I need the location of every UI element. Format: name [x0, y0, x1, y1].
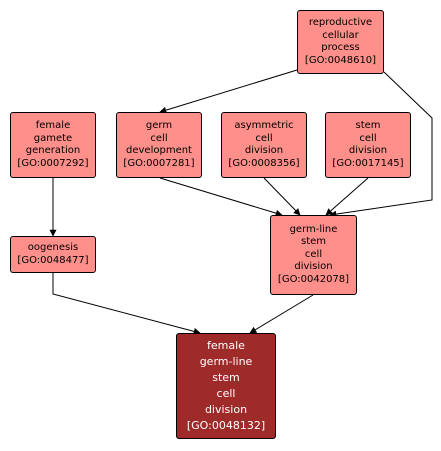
- node-label-line: development: [126, 145, 192, 156]
- node-label-line: cell: [359, 132, 377, 144]
- node-go-id: [GO:0008356]: [228, 157, 300, 169]
- node-label-line: germ-line: [199, 355, 253, 368]
- node-label-line: germ: [145, 120, 173, 131]
- node-go-id: [GO:0042078]: [277, 273, 350, 285]
- node-label-line: cell: [150, 132, 168, 144]
- node-label-line: stem: [212, 371, 240, 384]
- node-label-line: stem: [300, 236, 327, 248]
- node-reproductive-cellular-process[interactable]: reproductive cellular process [GO:004861…: [297, 10, 384, 74]
- node-label-line: asymmetric: [234, 120, 294, 131]
- node-label-line: germ-line: [289, 223, 338, 235]
- edge-asymmetric-to-germline-stem: [263, 177, 301, 216]
- edge-germline-stem-to-focus: [249, 294, 314, 334]
- node-stem-cell-division[interactable]: stem cell division [GO:0017145]: [325, 112, 411, 178]
- node-label-line: process: [321, 42, 360, 53]
- node-go-id: [GO:0048610]: [304, 54, 377, 66]
- edge-stem-cell-division-to-germline-stem: [325, 177, 369, 216]
- node-female-gamete-generation[interactable]: female gamete generation [GO:0007292]: [10, 112, 96, 178]
- node-go-id: [GO:0017145]: [332, 157, 404, 169]
- edge-oogenesis-to-focus: [52, 273, 201, 335]
- node-label-line: generation: [25, 145, 81, 156]
- edge-germ-cell-development-to-germline-stem: [159, 177, 283, 217]
- node-label-line: gamete: [33, 132, 73, 144]
- edge-reproductive-to-germ-cell-development: [159, 69, 298, 114]
- node-germ-cell-development[interactable]: germ cell development [GO:0007281]: [116, 112, 202, 178]
- node-go-id: [GO:0048477]: [17, 254, 89, 266]
- node-go-id: [GO:0048132]: [186, 419, 266, 432]
- node-label-line: cell: [255, 132, 273, 144]
- edge-reproductive-to-germline-stem: [329, 71, 433, 218]
- node-label-line: female: [35, 120, 71, 131]
- node-label-line: reproductive: [308, 17, 373, 28]
- node-label-line: division: [294, 261, 333, 273]
- node-label-line: cell: [216, 387, 236, 400]
- node-label-line: oogenesis: [27, 242, 79, 253]
- node-label-line: cellular: [322, 29, 359, 41]
- node-label-line: female: [207, 339, 245, 352]
- node-label-line: stem: [355, 120, 381, 131]
- node-female-germline-stem-cell-division[interactable]: female germ-line stem cell division [GO:…: [176, 333, 276, 439]
- node-label-line: cell: [304, 248, 323, 260]
- node-go-id: [GO:0007292]: [17, 157, 89, 169]
- node-label-line: division: [204, 403, 248, 416]
- node-oogenesis[interactable]: oogenesis [GO:0048477]: [10, 236, 96, 273]
- node-go-id: [GO:0007281]: [123, 157, 195, 169]
- node-asymmetric-cell-division[interactable]: asymmetric cell division [GO:0008356]: [221, 112, 307, 178]
- node-label-line: division: [244, 145, 284, 156]
- node-germline-stem-cell-division[interactable]: germ-line stem cell division [GO:0042078…: [270, 215, 357, 295]
- node-label-line: division: [348, 145, 388, 156]
